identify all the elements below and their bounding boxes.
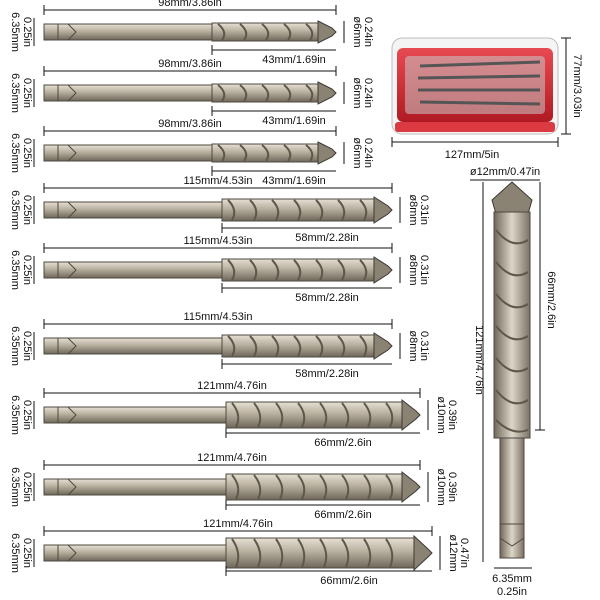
- bit-flute: [221, 334, 375, 358]
- bit-flute: [225, 473, 403, 501]
- bit-tip-dia-label: ø6mm: [351, 16, 363, 47]
- bit-shank-dia-in-label: 0.25in: [21, 255, 33, 285]
- bit-tip-dia-label: ø8mm: [407, 194, 419, 225]
- bit-flute: [225, 537, 415, 569]
- bit-shank-dia-in-label: 0.25in: [21, 78, 33, 108]
- case-width-label: 127mm/5in: [445, 149, 499, 161]
- bit-length-label: 98mm/3.86in: [158, 58, 222, 70]
- bit-tip: [373, 332, 393, 360]
- bit-tip-dia-in-label: 0.31in: [418, 331, 430, 361]
- bit-shank-dia-label: 6.35mm: [9, 533, 21, 573]
- bit-flute-length-label: 66mm/2.6in: [314, 437, 371, 449]
- bit-tip-dia-label: ø8mm: [407, 330, 419, 361]
- bit-length-label: 121mm/4.76in: [203, 518, 273, 530]
- bit-tip: [401, 470, 421, 504]
- bit-length-label: 115mm/4.53in: [184, 311, 253, 323]
- bit-length-label: 121mm/4.76in: [197, 452, 267, 464]
- bit-flute-length-label: 43mm/1.69in: [262, 54, 326, 66]
- bit-length-label: 115mm/4.53in: [184, 175, 253, 187]
- bit-tip-dia-label: ø8mm: [407, 254, 419, 285]
- bit-tip-dia-in-label: 0.24in: [362, 78, 374, 108]
- bit-shank-dia-label: 6.35mm: [9, 395, 21, 435]
- bit-tip-dia-in-label: 0.31in: [418, 195, 430, 225]
- bit-flute: [221, 258, 375, 282]
- bit-shank-dia-label: 6.35mm: [9, 190, 21, 230]
- bit-tip-dia-in-label: 0.47in: [458, 538, 470, 568]
- bit-tip-dia-label: ø6mm: [351, 77, 363, 108]
- vertical-tip-dia-label: ø12mm/0.47in: [470, 166, 540, 178]
- bit-length-label: 98mm/3.86in: [158, 118, 222, 130]
- bit-shank-dia-label: 6.35mm: [9, 12, 21, 52]
- vertical-bit: ø12mm/0.47in 121mm/4.76in 66mm/2.6in 6.3…: [470, 166, 557, 598]
- bit-tip-dia-label: ø10mm: [435, 396, 447, 433]
- vertical-shank-dia-label: 6.35mm: [492, 573, 532, 585]
- bit-shank-dia-label: 6.35mm: [9, 250, 21, 290]
- bit-shank-dia-label: 6.35mm: [9, 326, 21, 366]
- bit-tip-dia-in-label: 0.31in: [418, 255, 430, 285]
- bit-flute-length-label: 66mm/2.6in: [314, 509, 371, 521]
- bit-tip: [401, 398, 421, 432]
- bit-tip: [317, 20, 337, 44]
- bit-tip-dia-in-label: 0.39in: [446, 400, 458, 430]
- bit-flute-length-label: 58mm/2.28in: [295, 232, 359, 244]
- bit-tip-dia-in-label: 0.24in: [362, 138, 374, 168]
- bit-tip-dia-in-label: 0.24in: [362, 17, 374, 47]
- bit-shank: [43, 84, 213, 102]
- bit-tip: [317, 141, 337, 165]
- bit-shank: [43, 23, 213, 41]
- bit-flute: [225, 401, 403, 429]
- bit-shank-dia-label: 6.35mm: [9, 73, 21, 113]
- bit-shank-dia-in-label: 0.25in: [21, 17, 33, 47]
- bit-tip-dia-label: ø12mm: [447, 534, 459, 571]
- vertical-length-label: 121mm/4.76in: [473, 325, 485, 395]
- bit-shank: [43, 478, 227, 496]
- bit-tip-dia-label: ø10mm: [435, 468, 447, 505]
- bit-shank-dia-in-label: 0.25in: [21, 400, 33, 430]
- case-height-label: 77mm/3.03in: [571, 54, 583, 118]
- bit-tip: [317, 81, 337, 105]
- vertical-flute-label: 66mm/2.6in: [545, 271, 557, 328]
- bit-shank-dia-in-label: 0.25in: [21, 195, 33, 225]
- bit-flute-length-label: 58mm/2.28in: [295, 368, 359, 380]
- bit-shank-dia-label: 6.35mm: [9, 467, 21, 507]
- bit-tip-dia-label: ø6mm: [351, 137, 363, 168]
- bit-shank-dia-in-label: 0.25in: [21, 138, 33, 168]
- bit-shank: [43, 544, 227, 562]
- bit-flute-length-label: 66mm/2.6in: [320, 575, 377, 587]
- bit-tip-dia-in-label: 0.39in: [446, 472, 458, 502]
- bit-tip: [373, 256, 393, 284]
- bit-shank-dia-in-label: 0.25in: [21, 472, 33, 502]
- bit-flute-length-label: 43mm/1.69in: [262, 175, 326, 187]
- bit-shank: [43, 144, 213, 162]
- bit-length-label: 115mm/4.53in: [184, 235, 253, 247]
- storage-case: 127mm/5in 77mm/3.03in: [391, 37, 583, 161]
- bit-length-label: 98mm/3.86in: [158, 0, 222, 9]
- bit-shank-dia-in-label: 0.25in: [21, 331, 33, 361]
- bit-shank-dia-label: 6.35mm: [9, 133, 21, 173]
- bit-shank: [43, 406, 227, 424]
- bit-shank-dia-in-label: 0.25in: [21, 538, 33, 568]
- bit-tip: [413, 534, 433, 572]
- vertical-shank-dia-in-label: 0.25in: [497, 586, 527, 598]
- bit-tip: [373, 196, 393, 224]
- bit-flute-length-label: 58mm/2.28in: [295, 292, 359, 304]
- bit-flute: [221, 198, 375, 222]
- bit-flute-length-label: 43mm/1.69in: [262, 115, 326, 127]
- bit-length-label: 121mm/4.76in: [197, 380, 267, 392]
